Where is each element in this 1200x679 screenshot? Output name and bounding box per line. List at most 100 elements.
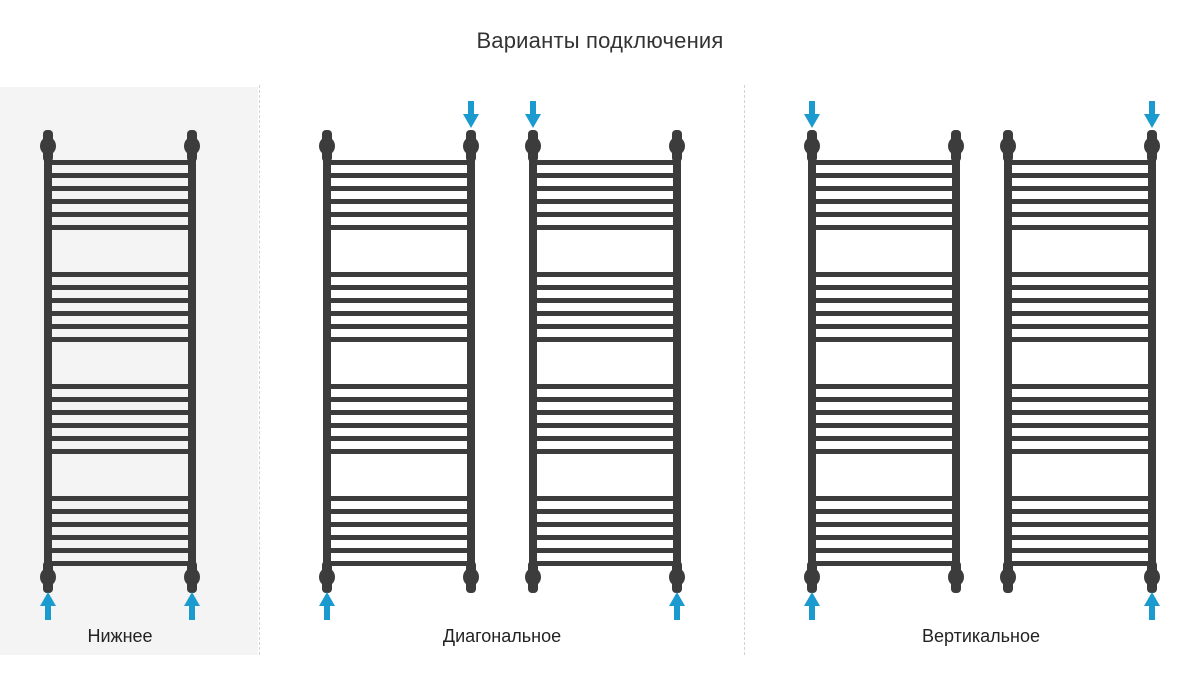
rung (331, 311, 467, 316)
rung (1012, 272, 1148, 277)
rung (537, 272, 673, 277)
arrow-down-icon (463, 101, 479, 128)
rung (1012, 436, 1148, 441)
rung (816, 384, 952, 389)
rung (331, 225, 467, 230)
rung (537, 449, 673, 454)
rung (1012, 311, 1148, 316)
pipe-cap (807, 130, 817, 162)
rung (1012, 397, 1148, 402)
rung (816, 225, 952, 230)
right-pipe (188, 133, 196, 590)
rung (52, 285, 188, 290)
rung (537, 337, 673, 342)
rung (537, 186, 673, 191)
pipe-cap (672, 561, 682, 593)
rung (1012, 535, 1148, 540)
rung (537, 298, 673, 303)
rung (52, 298, 188, 303)
rung (52, 212, 188, 217)
rung (816, 311, 952, 316)
rung (1012, 509, 1148, 514)
rung (331, 522, 467, 527)
arrow-up-icon (40, 592, 56, 620)
rung (52, 324, 188, 329)
rung (1012, 173, 1148, 178)
rung (816, 496, 952, 501)
rung (537, 496, 673, 501)
rung (816, 397, 952, 402)
right-pipe (1148, 133, 1156, 590)
rung (816, 186, 952, 191)
rung (816, 212, 952, 217)
arrow-up-icon (319, 592, 335, 620)
rung (52, 423, 188, 428)
arrow-up-icon (1144, 592, 1160, 620)
radiator-bottom-1 (40, 130, 200, 593)
pipe-cap (528, 561, 538, 593)
pipe-cap (951, 130, 961, 162)
rung (816, 509, 952, 514)
rung (816, 561, 952, 566)
rung (537, 160, 673, 165)
rung (331, 535, 467, 540)
rung (331, 186, 467, 191)
rung (331, 423, 467, 428)
rung (537, 548, 673, 553)
rung (816, 436, 952, 441)
rung (331, 199, 467, 204)
rung (331, 337, 467, 342)
rung (816, 285, 952, 290)
rung (537, 535, 673, 540)
rung (52, 225, 188, 230)
rung (1012, 225, 1148, 230)
arrow-up-icon (804, 592, 820, 620)
right-pipe (467, 133, 475, 590)
left-pipe (808, 133, 816, 590)
rung (816, 324, 952, 329)
rung (331, 298, 467, 303)
rung (331, 548, 467, 553)
rung (52, 337, 188, 342)
rung (1012, 496, 1148, 501)
rung (1012, 298, 1148, 303)
rung (816, 298, 952, 303)
rung (331, 496, 467, 501)
left-pipe (323, 133, 331, 590)
arrow-down-icon (804, 101, 820, 128)
rung (52, 186, 188, 191)
rung (816, 423, 952, 428)
rung (1012, 285, 1148, 290)
rung (331, 449, 467, 454)
rung (331, 324, 467, 329)
rung (816, 522, 952, 527)
rung (816, 410, 952, 415)
pipe-cap (951, 561, 961, 593)
rung (537, 397, 673, 402)
bottom-connection-panel (0, 87, 258, 655)
rung (52, 199, 188, 204)
rung (52, 397, 188, 402)
pipe-cap (187, 130, 197, 162)
rung (537, 311, 673, 316)
rung (537, 509, 673, 514)
arrow-up-icon (184, 592, 200, 620)
rung (537, 561, 673, 566)
pipe-cap (322, 130, 332, 162)
rung (816, 272, 952, 277)
rung (537, 522, 673, 527)
rung (52, 436, 188, 441)
radiator-vertical-2 (1000, 130, 1160, 593)
rung (1012, 410, 1148, 415)
rung (1012, 423, 1148, 428)
rung (331, 509, 467, 514)
rung (816, 535, 952, 540)
pipe-cap (43, 130, 53, 162)
rung (331, 160, 467, 165)
rung (331, 285, 467, 290)
rung (52, 522, 188, 527)
label-vertical: Вертикальное (921, 626, 1041, 646)
divider-left (259, 85, 260, 655)
rung (331, 561, 467, 566)
